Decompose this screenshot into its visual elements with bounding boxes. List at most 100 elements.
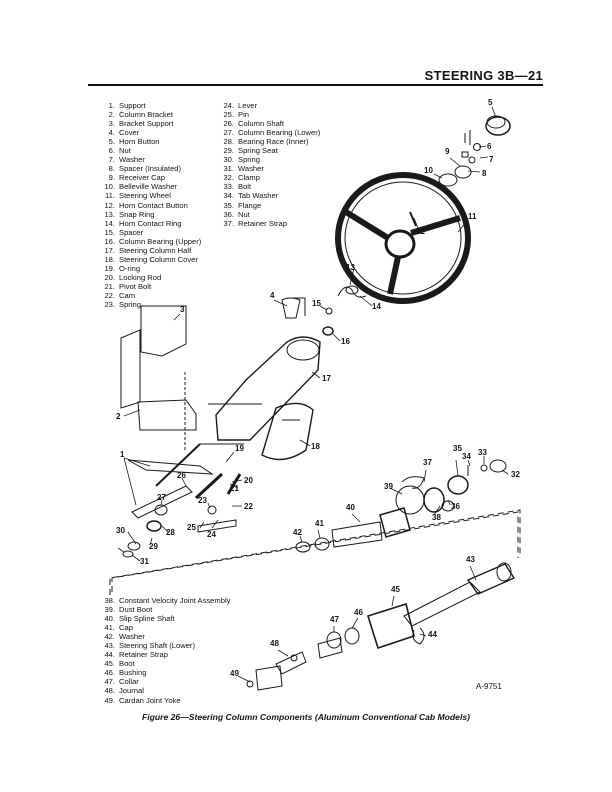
legend-entry-number: 7.	[108, 155, 115, 165]
legend-entry: 20.Locking Rod	[98, 273, 201, 282]
callout-number: 28	[166, 528, 175, 537]
callout-number: 9	[445, 147, 450, 156]
legend-entry-number: 33.	[223, 182, 234, 192]
legend-entry-label: Steering Column Half	[119, 245, 192, 255]
figure-caption: Figure 26—Steering Column Components (Al…	[141, 712, 470, 722]
legend-entry-label: Cap	[119, 623, 133, 633]
callout-number: 13	[346, 263, 355, 272]
legend-entry: 3.Bracket Support	[98, 119, 201, 128]
legend-entry-number: 46.	[104, 668, 115, 678]
callout-number: 18	[311, 442, 320, 451]
legend-entry: 47.Collar	[98, 677, 230, 686]
steering-wheel-illustration	[335, 172, 471, 304]
callout-number: 39	[384, 482, 393, 491]
legend-entry-label: Column Bracket	[119, 110, 174, 120]
callout-number: 21	[230, 484, 239, 493]
legend-entry: 33.Bolt	[217, 182, 320, 191]
callout-number: 10	[424, 166, 433, 175]
legend-entry-number: 32.	[223, 173, 234, 183]
callout-number: 31	[140, 557, 149, 566]
legend-entry: 24.Lever	[217, 101, 320, 110]
legend-entry: 12. Horn Contact Button	[98, 201, 201, 210]
figure-reference-code: A-9751	[476, 682, 502, 691]
legend-entry: 49.Cardan Joint Yoke	[98, 696, 230, 705]
column-bracket-illustration	[120, 297, 306, 450]
callout-number: 27	[157, 493, 166, 502]
legend-entry: 9.Receiver Cap	[98, 173, 201, 182]
legend-entry-label: Column Shaft	[238, 119, 285, 129]
callout-number: 29	[149, 542, 158, 551]
legend-entry: 4.Cover	[98, 128, 201, 137]
cv-joint-slip-shaft-illustration	[295, 459, 507, 553]
legend-entry: 48.Journal	[98, 686, 230, 695]
legend-entry: 14.Horn Contact Ring	[98, 219, 201, 228]
legend-entry-number: 47.	[104, 677, 115, 687]
legend-entry: 38. Constant Velocity Joint Assembly	[98, 596, 230, 605]
callout-number: 38	[432, 513, 441, 522]
legend-entry-label: Washer	[119, 155, 145, 165]
legend-entry: 39.Dust Boot	[98, 605, 230, 614]
legend-entry: 23.Spring	[98, 300, 201, 309]
callout-number: 2	[116, 412, 121, 421]
legend-entry-number: 19.	[104, 263, 115, 273]
legend-entry-label: Constant Velocity Joint Assembly	[119, 596, 231, 605]
legend-entry-number: 34.	[223, 191, 234, 201]
legend-entry-label: Boot	[119, 659, 135, 669]
legend-entry: 8.Spacer (Insulated)	[98, 164, 201, 173]
callout-number: 37	[423, 458, 432, 467]
legend-entry: 30.Spring	[217, 155, 320, 164]
legend-entry-label: Retainer Strap	[119, 650, 168, 660]
callout-number: 26	[177, 471, 186, 480]
callout-number: 22	[244, 502, 253, 511]
legend-entry-number: 24.	[223, 101, 234, 110]
legend-entry-label: Horn Contact Button	[119, 200, 188, 210]
legend-entry-label: Spring	[238, 155, 260, 165]
legend-entry-label: Nut	[119, 146, 131, 156]
legend-entry-label: Bracket Support	[119, 119, 174, 129]
legend-entry-number: 12.	[104, 200, 115, 210]
legend-entry: 36.Nut	[217, 210, 320, 219]
legend-entry-number: 2.	[108, 110, 115, 120]
legend-entry-number: 28.	[223, 137, 234, 147]
leader-lines	[117, 106, 509, 683]
callout-number: 8	[482, 169, 487, 178]
legend-entry-label: Spring	[119, 300, 141, 310]
callout-number: 4	[270, 291, 275, 300]
legend-entry-number: 38.	[104, 596, 115, 605]
legend-entry-label: Cardan Joint Yoke	[119, 695, 181, 705]
legend-entry-number: 11.	[105, 191, 115, 201]
legend-entry: 37.Retainer Strap	[217, 219, 320, 228]
legend-entry-number: 31.	[223, 164, 234, 174]
callout-number: 49	[230, 669, 239, 678]
legend-entry-label: Steering Wheel	[119, 191, 171, 201]
legend-entry-label: Slip Spline Shaft	[119, 614, 175, 624]
legend-entry-number: 18.	[104, 254, 115, 264]
legend-entry-label: Tab Washer	[238, 191, 279, 201]
legend-entry-label: Cover	[119, 128, 140, 138]
callout-number: 12	[416, 227, 425, 236]
legend-entry-number: 21.	[104, 281, 115, 291]
legend-entry-label: Support	[119, 101, 146, 110]
legend-entry: 15.Spacer	[98, 228, 201, 237]
legend-entry-number: 1.	[108, 101, 115, 110]
steering-column-illustration	[200, 336, 321, 461]
legend-entry-label: Dust Boot	[119, 605, 153, 615]
legend-entry: 16.Column Bearing (Upper)	[98, 237, 201, 246]
callout-number: 40	[346, 503, 355, 512]
legend-entry: 42.Washer	[98, 632, 230, 641]
callout-number: 16	[341, 337, 350, 346]
callout-number: 3	[180, 305, 185, 314]
legend-entry-number: 16.	[104, 236, 115, 246]
callout-number: 34	[462, 452, 471, 461]
legend-entry: 11. Steering Wheel	[98, 191, 201, 200]
callout-number: 35	[453, 444, 462, 453]
legend-entry: 13.Snap Ring	[98, 210, 201, 219]
legend-entry-number: 43.	[104, 641, 115, 651]
legend-entry: 43. Steering Shaft (Lower)	[98, 641, 230, 650]
legend-entry-label: Washer	[238, 164, 264, 174]
legend-entry-number: 6.	[108, 146, 115, 156]
legend-entry: 10.Belleville Washer	[98, 182, 201, 191]
legend-entry-label: Steering Shaft (Lower)	[119, 641, 195, 651]
